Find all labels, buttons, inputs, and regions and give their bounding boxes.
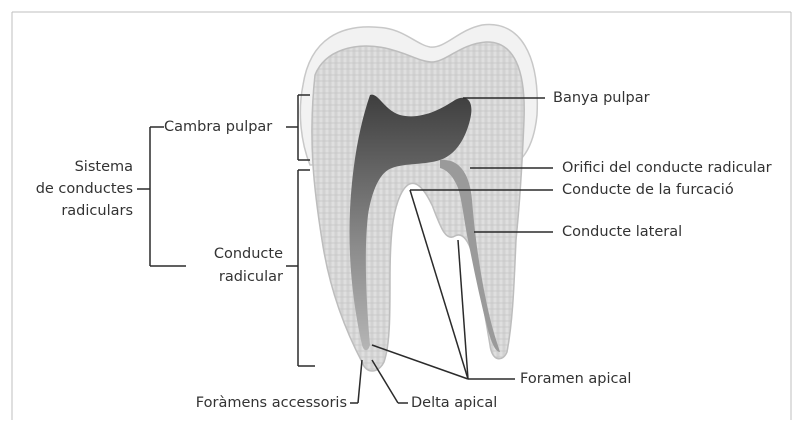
label-cambra-pulpar: Cambra pulpar bbox=[164, 118, 272, 136]
label-sistema-line3: radiculars bbox=[61, 202, 133, 220]
label-orifici-conducte-radicular: Orifici del conducte radicular bbox=[562, 159, 772, 177]
label-sistema-line2: de conductes bbox=[36, 180, 133, 198]
label-banya-pulpar: Banya pulpar bbox=[553, 89, 650, 107]
label-sistema-line1: Sistema bbox=[75, 158, 133, 176]
label-conducte-radicular-line2: radicular bbox=[219, 268, 283, 286]
dentin bbox=[312, 42, 524, 371]
label-conducte-furcacio: Conducte de la furcació bbox=[562, 181, 734, 199]
label-conducte-radicular-line1: Conducte bbox=[214, 245, 283, 263]
label-foramens-accessoris: Foràmens accessoris bbox=[196, 394, 347, 412]
label-foramen-apical: Foramen apical bbox=[520, 370, 631, 388]
label-delta-apical: Delta apical bbox=[411, 394, 497, 412]
label-conducte-lateral: Conducte lateral bbox=[562, 223, 682, 241]
